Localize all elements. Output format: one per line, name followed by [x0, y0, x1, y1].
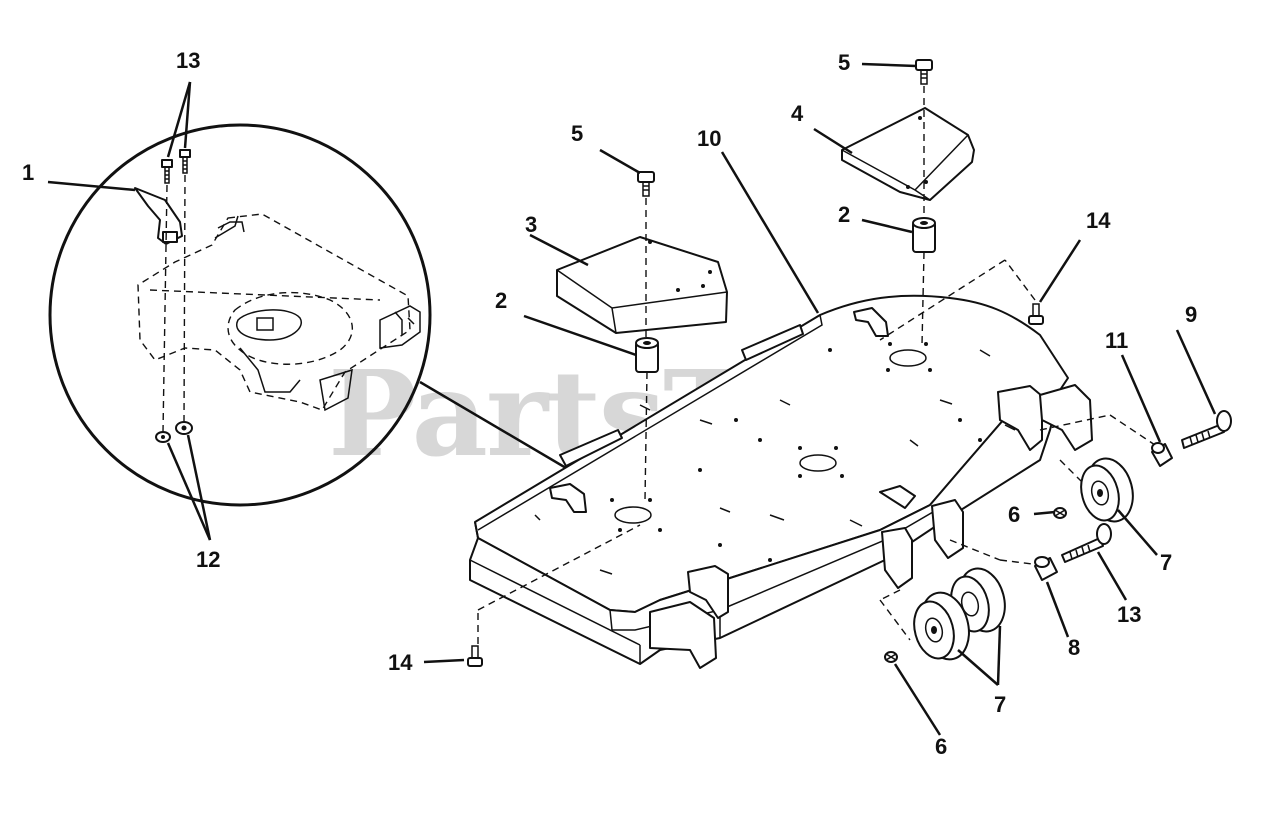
callout-5-left: 5 [571, 121, 583, 146]
callout-7-lower: 7 [994, 692, 1006, 717]
callout-9: 9 [1185, 302, 1197, 327]
bolt-14-top [1028, 303, 1044, 325]
baffle-part-3 [556, 236, 728, 334]
callout-4: 4 [791, 101, 804, 126]
spacer-right [912, 217, 936, 253]
deck-hanger-rear [741, 324, 804, 361]
inset-deck [137, 213, 421, 412]
gauge-wheel-brackets [649, 384, 1093, 669]
callout-12: 12 [196, 547, 220, 572]
callout-13-inset: 13 [176, 48, 200, 73]
deck-tab-right [879, 485, 916, 509]
callout-8: 8 [1068, 635, 1080, 660]
spindle-hole-right [889, 349, 927, 367]
detail-inset [48, 123, 432, 507]
callout-labels: 1 13 12 5 3 2 10 5 4 2 14 9 11 7 6 13 8 … [22, 48, 1197, 759]
callout-10: 10 [697, 126, 721, 151]
axle-bolt-13 [1061, 523, 1112, 563]
deck-surface-marks [534, 342, 1016, 575]
bolt-5-right [915, 59, 933, 85]
leader-lines [47, 62, 1217, 736]
bolt-5-left [637, 171, 655, 197]
baffle-3-body [556, 236, 728, 334]
bracket-rear-right [997, 385, 1043, 451]
bushing-11 [1151, 442, 1173, 467]
baffle-4-body [841, 107, 975, 201]
bracket-rear-right-outer [1039, 384, 1093, 451]
spindle-hole-left [614, 506, 652, 524]
bracket-foot [162, 231, 178, 243]
deck-hanger-front [559, 429, 623, 467]
nut-6-upper [1053, 507, 1067, 519]
bracket-front-left [687, 565, 729, 619]
spacer-left [635, 337, 659, 373]
axle-bolt-9 [1181, 410, 1232, 449]
bracket-mid [881, 527, 913, 589]
detail-circle [48, 123, 432, 507]
callout-3: 3 [525, 212, 537, 237]
callout-6-lower: 6 [935, 734, 947, 759]
callout-14-bottom: 14 [388, 650, 413, 675]
gauge-wheel-front-inner [913, 591, 970, 661]
callout-2-left: 2 [495, 288, 507, 313]
bracket-part-1 [134, 187, 183, 245]
callout-1: 1 [22, 160, 34, 185]
callout-5-right: 5 [838, 50, 850, 75]
assembly-lines [477, 86, 1156, 644]
callout-2-right: 2 [838, 202, 850, 227]
spindle-hole-center [799, 454, 837, 472]
callout-7-right: 7 [1160, 550, 1172, 575]
callout-6-upper: 6 [1008, 502, 1020, 527]
inset-bolt-right [179, 149, 191, 174]
bracket-mid-right [931, 499, 964, 559]
inset-bolt-left [161, 159, 173, 184]
bolt-14-bottom [467, 645, 483, 667]
callout-14-top: 14 [1086, 208, 1111, 233]
deck-tab-rear [853, 307, 889, 337]
bushing-8 [1034, 556, 1058, 581]
callout-13-main: 13 [1117, 602, 1141, 627]
gauge-wheel-rear [1080, 457, 1134, 523]
baffle-part-4 [841, 107, 975, 201]
nut-6-lower [884, 651, 898, 663]
callout-11: 11 [1105, 328, 1128, 353]
bracket-front-lower [649, 601, 717, 669]
deck-tab-left [549, 483, 587, 513]
